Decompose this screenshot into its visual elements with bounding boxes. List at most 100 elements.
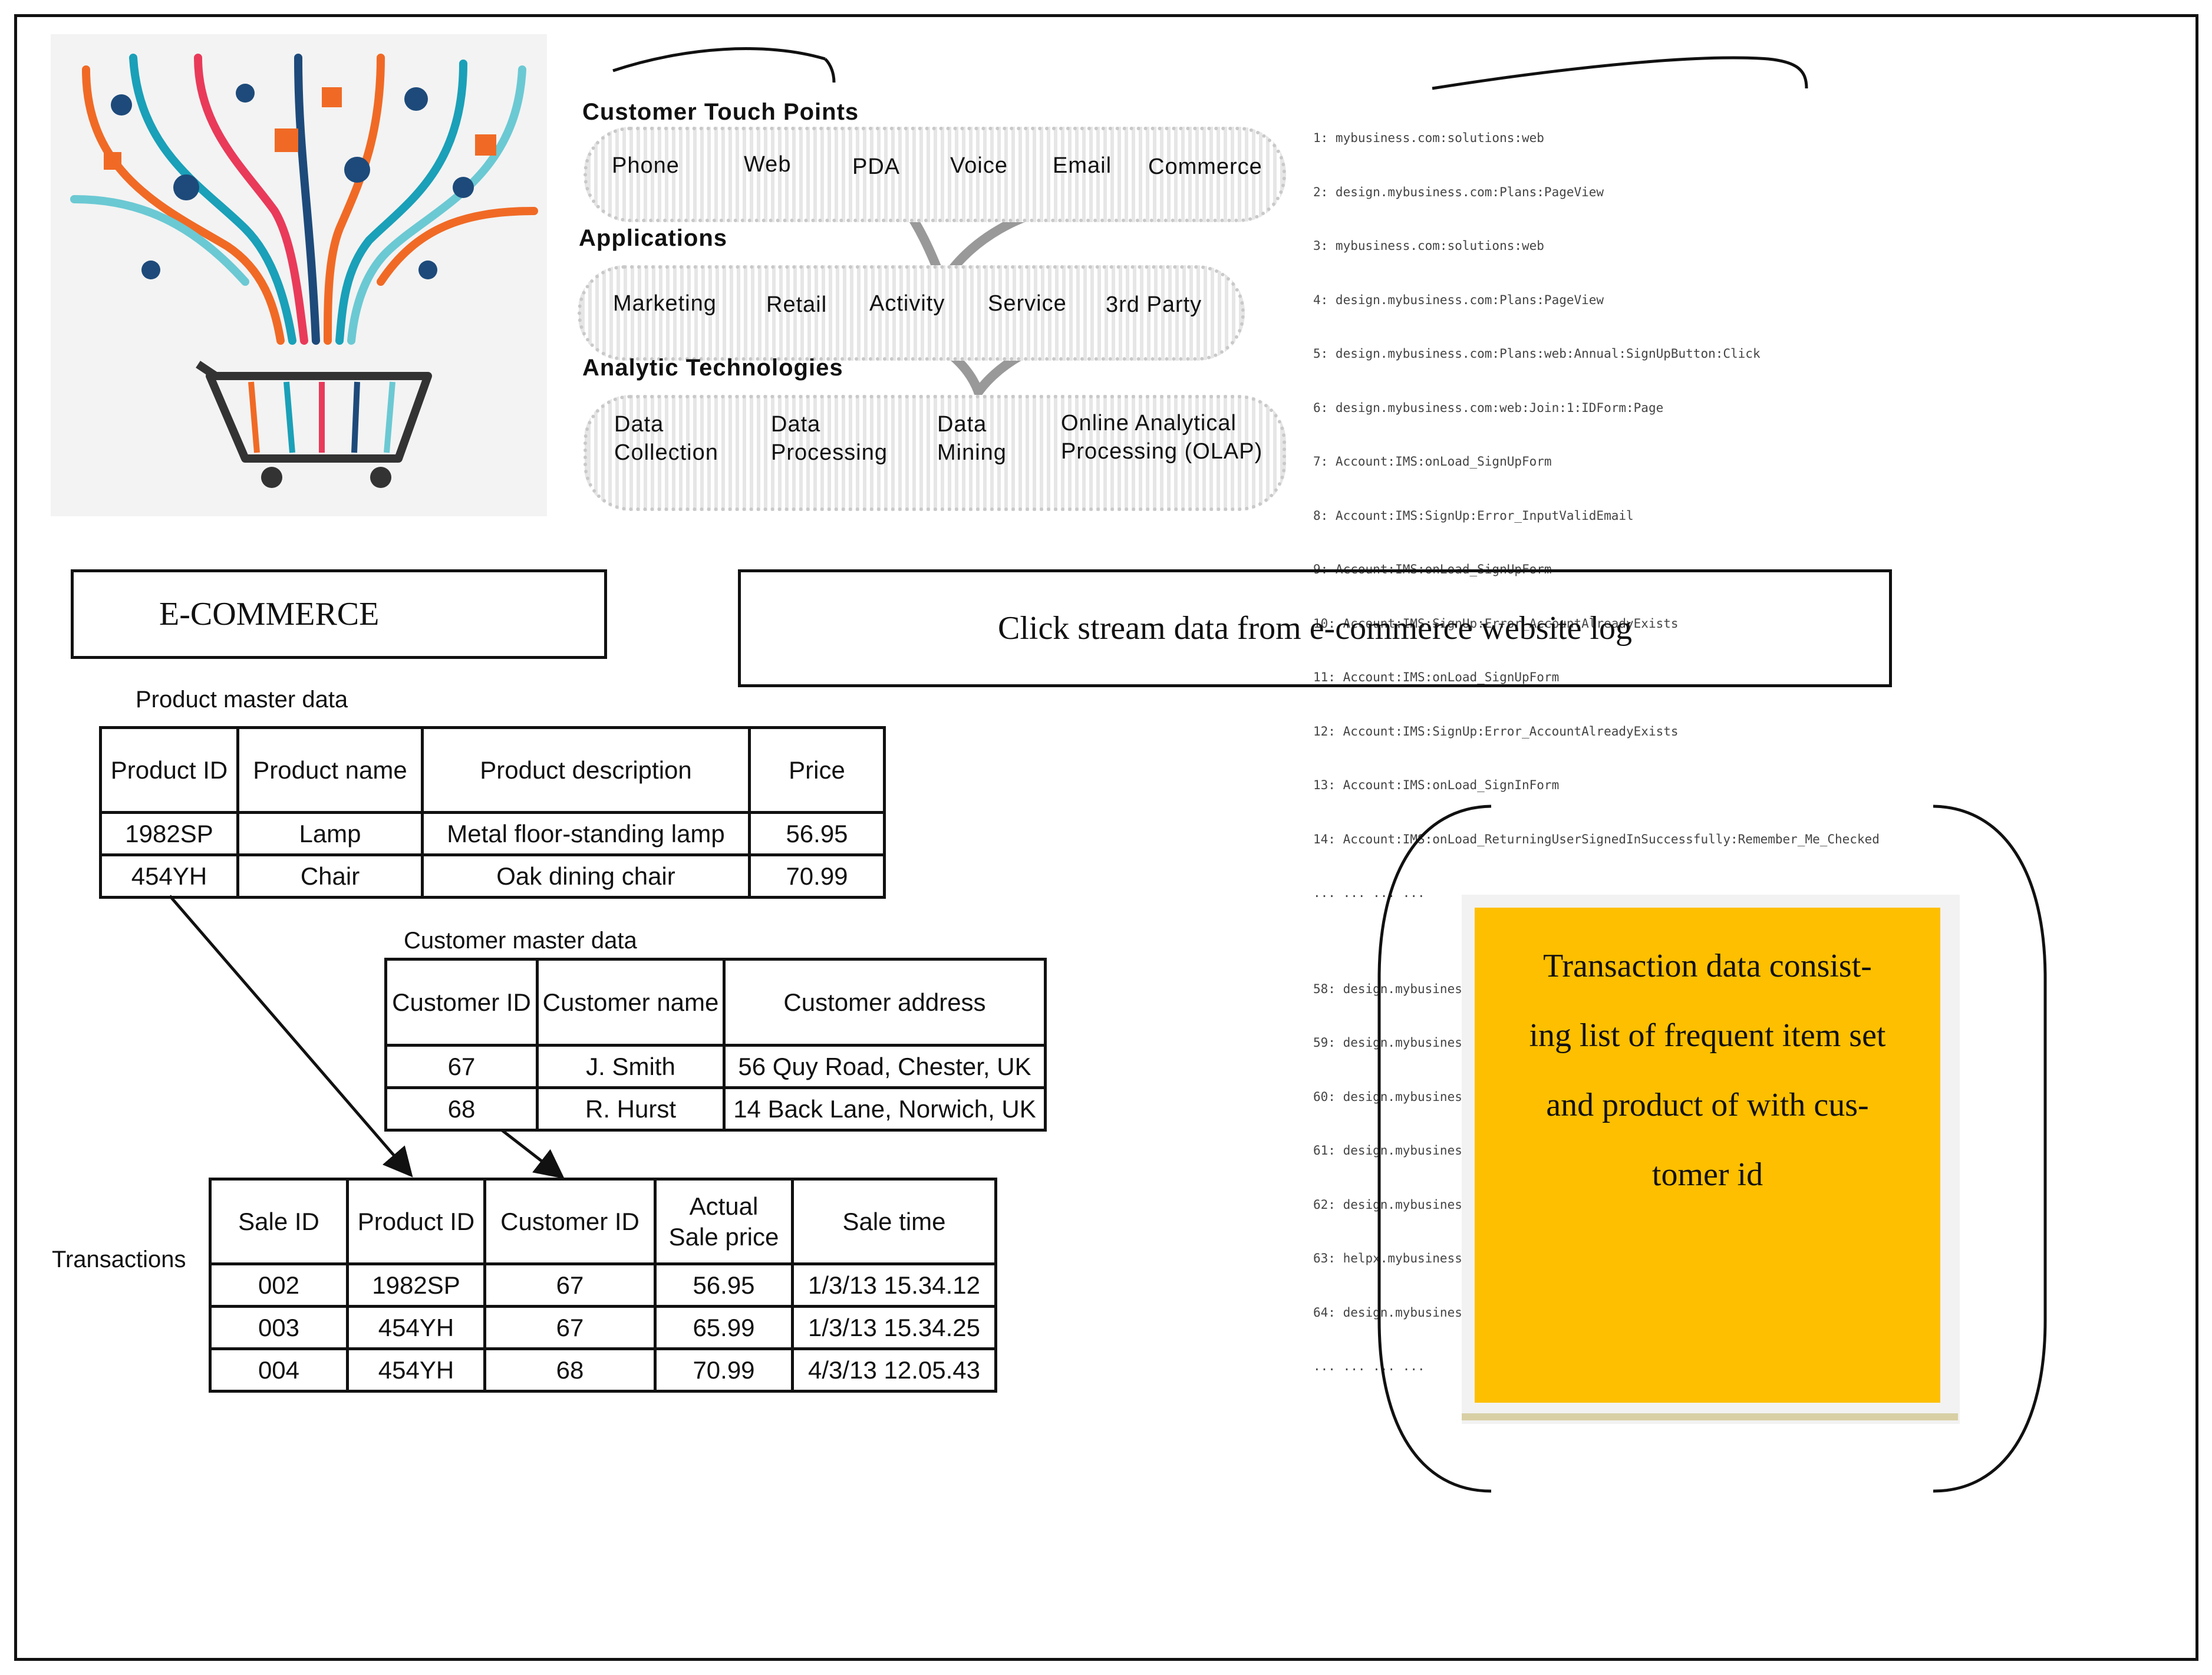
transaction-data-panel: Transaction data consist- ing list of fr… bbox=[1462, 895, 1960, 1424]
technology-item: Data Collection bbox=[614, 412, 718, 465]
table-cell: 454YH bbox=[346, 1347, 486, 1393]
shopping-cart-icon bbox=[70, 54, 538, 488]
log-line: 8: Account:IMS:SignUp:Error_InputValidEm… bbox=[1313, 508, 1634, 523]
bracket-frame bbox=[1377, 804, 2047, 1493]
table-cell: 56 Quy Road, Chester, UK bbox=[723, 1044, 1047, 1089]
table-cell: Metal floor-standing lamp bbox=[421, 811, 751, 856]
transaction-data-text: Transaction data consist- ing list of fr… bbox=[1529, 948, 1886, 1193]
table-cell: Lamp bbox=[236, 811, 424, 856]
clickstream-label-text: Click stream data from e-commerce websit… bbox=[997, 610, 1633, 647]
table-cell: J. Smith bbox=[536, 1044, 726, 1089]
table-cell: 454YH bbox=[99, 853, 239, 899]
table-cell: 56.95 bbox=[748, 811, 886, 856]
log-line: 1: mybusiness.com:solutions:web bbox=[1313, 131, 1544, 145]
touch-point-item: Phone bbox=[612, 153, 680, 178]
table-cell: 1982SP bbox=[346, 1262, 486, 1308]
log-line: 11: Account:IMS:onLoad_SignUpForm bbox=[1313, 670, 1560, 684]
table-cell: 454YH bbox=[346, 1305, 486, 1350]
table-cell: 4/3/13 12.05.43 bbox=[791, 1347, 997, 1393]
table-row: 003 454YH 67 65.99 1/3/13 15.34.25 bbox=[209, 1305, 997, 1350]
table-header: Sale ID bbox=[209, 1178, 349, 1265]
table-cell: 67 bbox=[483, 1262, 657, 1308]
log-line: 12: Account:IMS:SignUp:Error_AccountAlre… bbox=[1313, 724, 1679, 738]
touch-points-title: Customer Touch Points bbox=[582, 99, 859, 125]
table-row: 1982SP Lamp Metal floor-standing lamp 56… bbox=[99, 811, 886, 856]
table-header: Customer address bbox=[723, 958, 1047, 1047]
table-cell: 56.95 bbox=[654, 1262, 794, 1308]
transactions-table: Sale ID Product ID Customer ID Actual Sa… bbox=[209, 1178, 997, 1393]
product-id-arrow bbox=[169, 895, 413, 1178]
table-header: Customer name bbox=[536, 958, 726, 1047]
technologies-cloud bbox=[584, 395, 1286, 511]
table-cell: Chair bbox=[236, 853, 424, 899]
log-line: 14: Account:IMS:onLoad_ReturningUserSign… bbox=[1313, 832, 1880, 846]
customer-master-caption: Customer master data bbox=[404, 928, 637, 954]
table-row: 67 J. Smith 56 Quy Road, Chester, UK bbox=[384, 1044, 1047, 1089]
ecommerce-label-text: E-COMMERCE bbox=[159, 596, 380, 632]
touch-point-item: PDA bbox=[852, 154, 901, 179]
clickstream-label: Click stream data from e-commerce websit… bbox=[738, 569, 1892, 687]
log-line: ... ... ... ... bbox=[1313, 886, 1425, 900]
table-cell: 68 bbox=[483, 1347, 657, 1393]
touch-points-cloud bbox=[584, 127, 1286, 222]
table-row: 002 1982SP 67 56.95 1/3/13 15.34.12 bbox=[209, 1262, 997, 1308]
table-header: Actual Sale price bbox=[654, 1178, 794, 1265]
table-header: Sale time bbox=[791, 1178, 997, 1265]
technology-item: Online Analytical Processing (OLAP) bbox=[1061, 411, 1263, 464]
customer-master-table: Customer ID Customer name Customer addre… bbox=[384, 958, 1047, 1132]
table-cell: 003 bbox=[209, 1305, 349, 1350]
table-row: 004 454YH 68 70.99 4/3/13 12.05.43 bbox=[209, 1347, 997, 1393]
table-cell: 1/3/13 15.34.25 bbox=[791, 1305, 997, 1350]
panel-shadow bbox=[1462, 1413, 1958, 1420]
ecommerce-label: E-COMMERCE bbox=[71, 569, 607, 659]
table-header: Product ID bbox=[99, 726, 239, 814]
table-cell: 65.99 bbox=[654, 1305, 794, 1350]
table-cell: 1/3/13 15.34.12 bbox=[791, 1262, 997, 1308]
touch-point-item: Web bbox=[744, 152, 792, 177]
table-header: Customer ID bbox=[384, 958, 539, 1047]
log-line: 10: Account:IMS:SignUp:Error_AccountAlre… bbox=[1313, 616, 1679, 631]
log-line: 2: design.mybusiness.com:Plans:PageView bbox=[1313, 184, 1604, 199]
log-line: 6: design.mybusiness.com:web:Join:1:IDFo… bbox=[1313, 400, 1664, 415]
product-master-table: Product ID Product name Product descript… bbox=[99, 726, 886, 899]
touch-point-item: Email bbox=[1053, 153, 1112, 178]
table-cell: 70.99 bbox=[654, 1347, 794, 1393]
table-cell: 70.99 bbox=[748, 853, 886, 899]
ecommerce-collage-image bbox=[51, 34, 547, 516]
table-cell: 67 bbox=[384, 1044, 539, 1089]
table-cell: 14 Back Lane, Norwich, UK bbox=[723, 1086, 1047, 1132]
customer-id-arrow bbox=[501, 1129, 565, 1179]
table-row: 68 R. Hurst 14 Back Lane, Norwich, UK bbox=[384, 1086, 1047, 1132]
application-item: Service bbox=[988, 291, 1067, 316]
table-cell: Oak dining chair bbox=[421, 853, 751, 899]
analytics-diagram: Customer Touch Points Phone Web PDA Voic… bbox=[566, 29, 1291, 513]
table-cell: 002 bbox=[209, 1262, 349, 1308]
applications-cloud bbox=[578, 265, 1245, 361]
applications-title: Applications bbox=[579, 225, 728, 251]
log-bracket bbox=[1432, 56, 1808, 90]
table-cell: 1982SP bbox=[99, 811, 239, 856]
table-header: Product name bbox=[236, 726, 424, 814]
log-line: 5: design.mybusiness.com:Plans:web:Annua… bbox=[1313, 347, 1761, 361]
technology-item: Data Mining bbox=[937, 412, 1007, 465]
table-header: Customer ID bbox=[483, 1178, 657, 1265]
product-master-caption: Product master data bbox=[136, 687, 348, 713]
application-item: Activity bbox=[869, 291, 945, 316]
application-item: Retail bbox=[766, 292, 828, 317]
log-line: 13: Account:IMS:onLoad_SignInForm bbox=[1313, 778, 1560, 792]
table-cell: R. Hurst bbox=[536, 1086, 726, 1132]
application-item: Marketing bbox=[613, 291, 717, 316]
touch-point-item: Commerce bbox=[1148, 154, 1262, 179]
table-cell: 67 bbox=[483, 1305, 657, 1350]
log-line: 7: Account:IMS:onLoad_SignUpForm bbox=[1313, 454, 1552, 469]
technologies-title: Analytic Technologies bbox=[582, 355, 843, 381]
transactions-caption: Transactions bbox=[52, 1247, 186, 1272]
table-header: Price bbox=[748, 726, 886, 814]
table-cell: 68 bbox=[384, 1086, 539, 1132]
touch-point-item: Voice bbox=[950, 153, 1008, 178]
technology-item: Data Processing bbox=[771, 412, 888, 465]
table-header: Product description bbox=[421, 726, 751, 814]
application-item: 3rd Party bbox=[1106, 292, 1202, 317]
table-row: 454YH Chair Oak dining chair 70.99 bbox=[99, 853, 886, 899]
